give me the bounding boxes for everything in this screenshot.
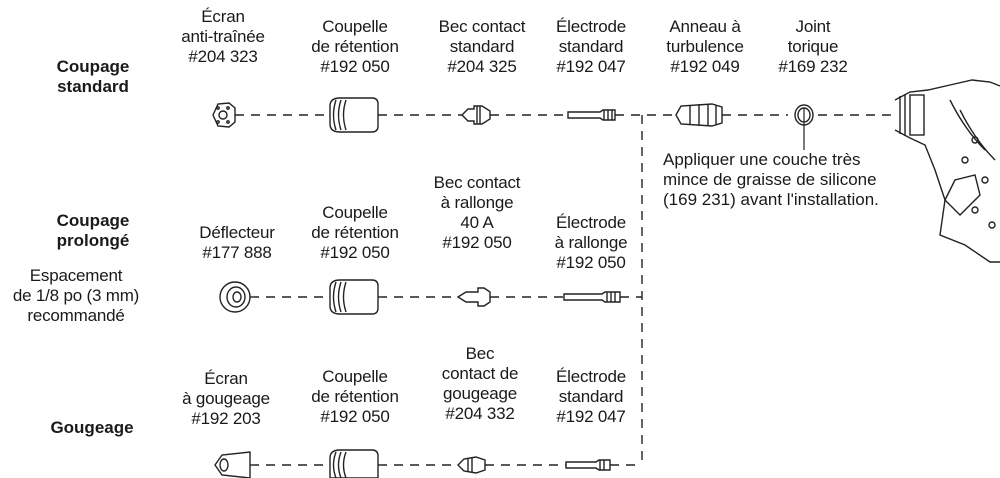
drag-shield-icon (212, 102, 236, 128)
retaining-cup-icon (329, 279, 379, 315)
gouging-shield-icon (214, 451, 251, 478)
retaining-cup-icon (329, 97, 379, 133)
extended-tip-icon (456, 287, 491, 307)
contact-tip-icon (461, 105, 491, 125)
o-ring-icon (794, 104, 814, 126)
deflector-icon (219, 281, 251, 313)
swirl-ring-icon (675, 103, 723, 127)
connector-lines (235, 114, 895, 466)
label-deflector: Déflecteur#177 888 (199, 223, 275, 262)
row-heading-gouging: Gougeage (50, 418, 134, 437)
electrode-icon (565, 459, 611, 471)
electrode-icon (567, 109, 616, 121)
torch-icon (894, 79, 1000, 263)
gouging-tip-icon (457, 456, 486, 474)
extended-electrode-icon (563, 291, 621, 303)
retaining-cup-icon (329, 449, 379, 478)
